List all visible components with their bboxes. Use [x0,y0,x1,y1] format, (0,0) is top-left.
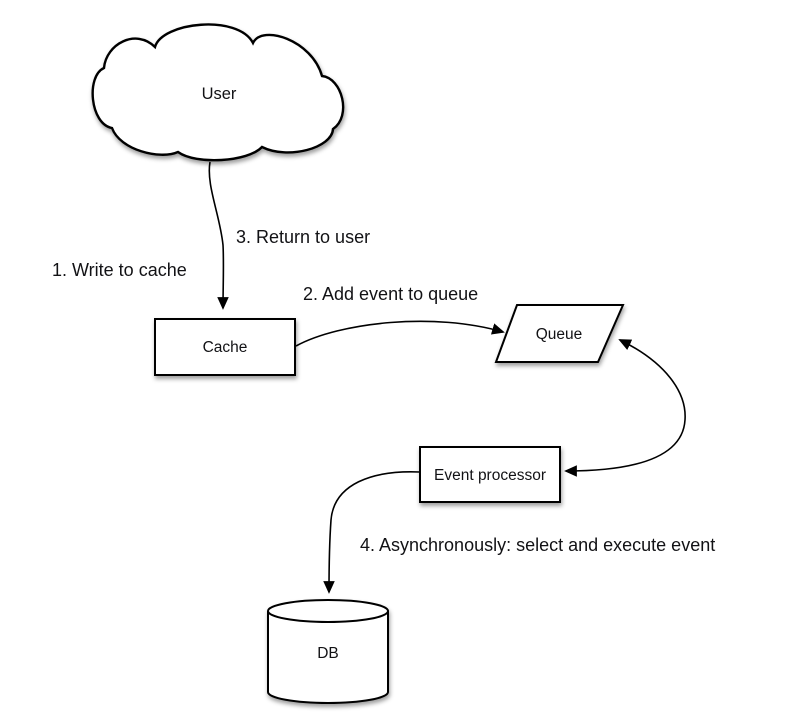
node-db-shape [267,599,389,704]
edge-queue-event-processor-double-arrow [564,339,686,477]
edge-event-processor-db-arrow [323,471,421,594]
node-queue-label: Queue [536,326,583,343]
node-cache-shape [154,318,296,376]
node-cache-label: Cache [203,339,248,356]
step-2-label: 2. Add event to queue [303,284,478,304]
step-4-label: 4. Asynchronously: select and execute ev… [360,535,715,555]
db-cylinder-top [267,599,389,623]
node-event-processor-label: Event processor [434,467,546,484]
node-user-cloud-shape [91,23,345,162]
node-db-label: DB [317,645,339,662]
db-cylinder-body [267,611,389,704]
node-user-label: User [202,85,237,103]
node-event-processor-shape [419,446,561,503]
edge-user-cache-arrow [208,161,229,310]
step-3-label: 3. Return to user [236,227,370,247]
edge-cache-queue-arrow [295,320,505,347]
step-1-label: 1. Write to cache [52,260,187,280]
